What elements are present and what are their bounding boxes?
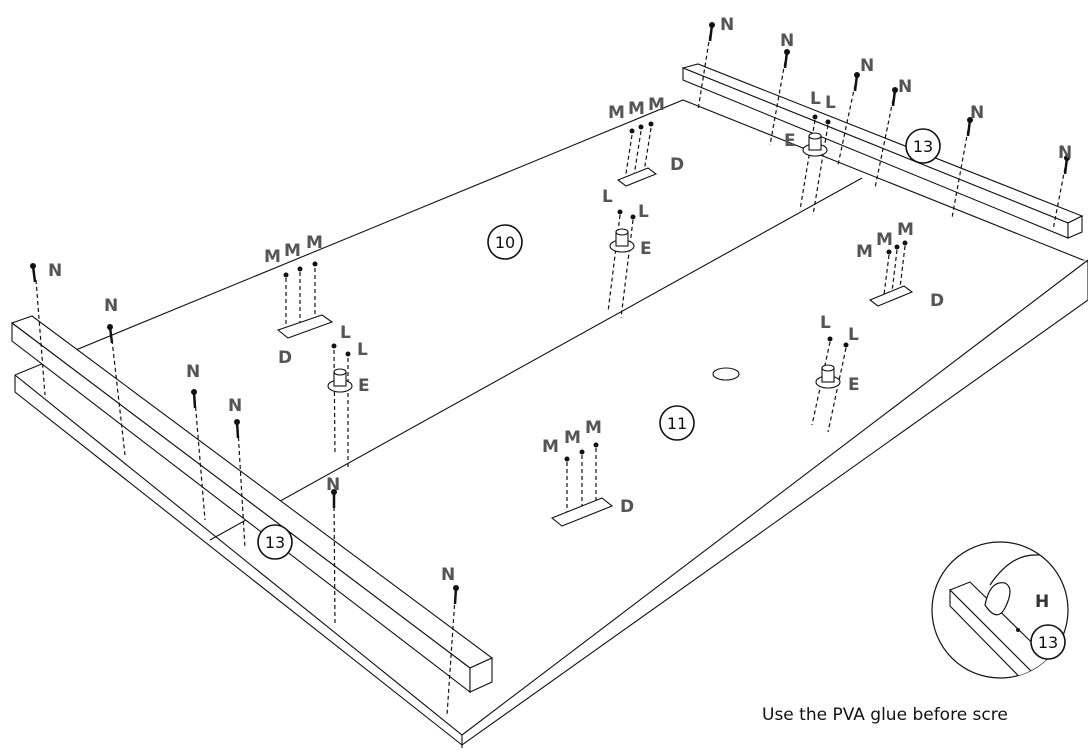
left-rail-end	[469, 657, 493, 693]
label-m: M	[648, 95, 665, 115]
label-h: H	[1035, 592, 1049, 612]
screw-l-icon	[812, 114, 831, 125]
label-d: D	[278, 348, 292, 368]
screw-l-icon	[331, 343, 351, 357]
label-m: M	[856, 242, 873, 262]
back-rail	[681, 63, 1084, 239]
screw-n-icon	[853, 72, 860, 92]
screw-n-icon	[234, 419, 240, 439]
label-m: M	[306, 233, 323, 253]
label-n: N	[970, 103, 984, 123]
label-n: N	[898, 77, 912, 97]
label-n: N	[228, 396, 242, 416]
label-m: M	[628, 99, 645, 119]
label-m: M	[876, 230, 893, 250]
block-e-icon	[802, 132, 828, 157]
label-e: E	[640, 239, 652, 259]
label-l: L	[357, 340, 368, 360]
screw-n-icon	[783, 49, 790, 69]
cable-hole	[712, 367, 740, 381]
label-n: N	[780, 31, 794, 51]
bracket-d-icon	[550, 497, 614, 527]
guide-lines	[35, 34, 1066, 716]
block-e-icon	[815, 364, 841, 389]
label-l: L	[638, 202, 649, 222]
label-m: M	[264, 247, 281, 267]
label-m: M	[608, 103, 625, 123]
label-n: N	[186, 362, 200, 382]
rail-13-label: 13	[913, 137, 933, 156]
label-l: L	[820, 313, 831, 333]
part-labels: N N N N N N N N N N N N M M M M M M M M …	[48, 15, 1072, 585]
screw-n-icon	[107, 324, 114, 344]
label-e: E	[784, 131, 796, 151]
label-e: E	[358, 376, 370, 396]
screw-l-icon	[617, 209, 636, 220]
label-n: N	[720, 15, 734, 35]
rail-13-circle	[905, 128, 941, 164]
glue-note: Use the PVA glue before scre	[762, 705, 1008, 725]
bracket-d-icon	[616, 167, 658, 187]
screw-m-icon	[283, 261, 318, 278]
label-n: N	[441, 565, 455, 585]
glue-bottle-icon	[984, 582, 1011, 616]
screw-m-icon	[886, 240, 908, 255]
label-l: L	[848, 325, 859, 345]
label-n: N	[104, 296, 118, 316]
panel-callouts: 10 11 13 13	[257, 128, 941, 560]
screw-n-icon	[191, 389, 197, 409]
label-l: L	[825, 93, 836, 113]
inset-rail-13-label: 13	[1038, 633, 1058, 652]
label-l: L	[810, 89, 821, 109]
label-d: D	[930, 291, 944, 311]
panel-11-circle	[659, 405, 695, 441]
rail-13-circle	[257, 524, 293, 560]
inset-rail-13-circle	[1030, 624, 1066, 660]
panel-11-label: 11	[667, 414, 687, 433]
label-m: M	[897, 220, 914, 240]
screws	[30, 22, 1070, 605]
screw-m-icon	[564, 442, 599, 462]
label-e: E	[848, 375, 860, 395]
inset-rail-front	[949, 588, 1051, 678]
back-rail-end	[1067, 215, 1083, 239]
label-m: M	[284, 241, 301, 261]
label-n: N	[1058, 143, 1072, 163]
screw-n-icon	[331, 489, 337, 508]
label-m: M	[585, 418, 602, 438]
screw-n-icon	[891, 87, 898, 107]
label-n: N	[48, 261, 62, 281]
panel-10-circle	[487, 224, 523, 260]
bracket-d-icon	[868, 285, 914, 307]
screw-n-icon	[30, 263, 37, 283]
left-rail	[10, 315, 494, 694]
screw-n-icon	[1063, 155, 1070, 175]
label-l: L	[602, 187, 613, 207]
panel-10-label: 10	[495, 233, 515, 252]
block-e-icon	[609, 228, 635, 253]
block-e-icon	[327, 368, 353, 393]
label-n: N	[860, 56, 874, 76]
label-m: M	[542, 437, 559, 457]
rail-13-label: 13	[265, 533, 285, 552]
screw-l-icon	[827, 336, 849, 348]
screw-n-icon	[966, 117, 973, 137]
label-d: D	[620, 497, 634, 517]
bracket-d-icon	[276, 314, 334, 339]
brackets	[276, 167, 914, 527]
screw-n-icon	[708, 22, 715, 42]
screw-n-icon	[453, 585, 459, 605]
label-n: N	[326, 475, 340, 495]
label-d: D	[670, 155, 684, 175]
screw-m-icon	[629, 121, 654, 134]
label-m: M	[564, 428, 581, 448]
glue-detail-inset: H 13	[931, 541, 1069, 679]
label-l: L	[340, 323, 351, 343]
panel-seam	[209, 177, 863, 541]
blocks	[327, 132, 841, 393]
